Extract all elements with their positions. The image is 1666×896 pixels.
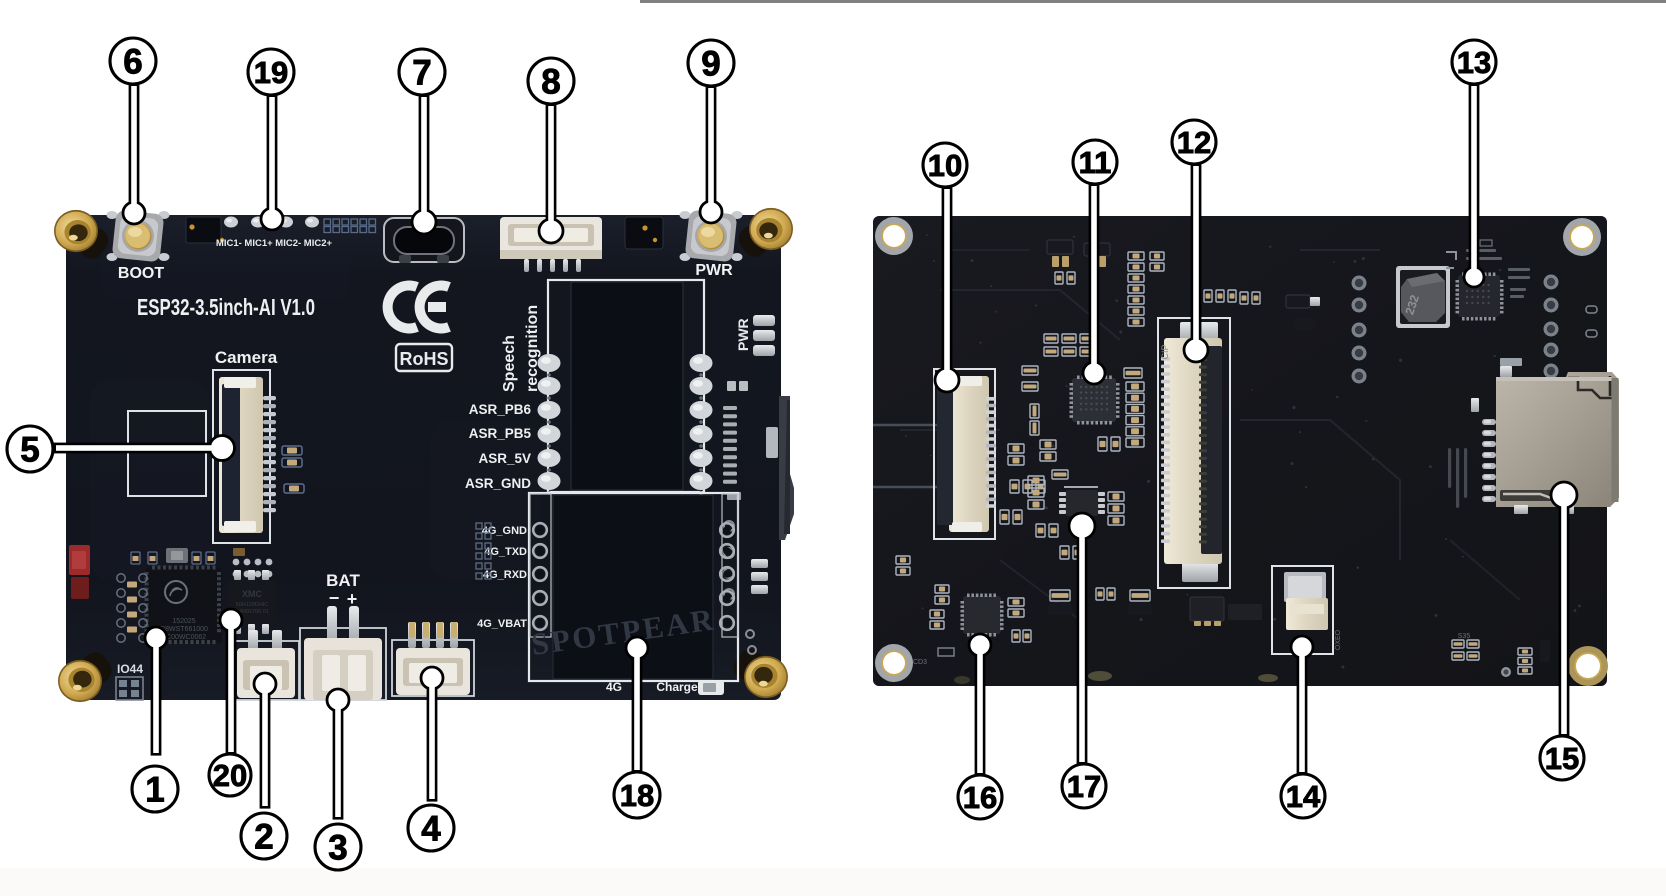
svg-text:ASR_5V: ASR_5V [478, 451, 531, 466]
svg-text:2: 2 [254, 817, 273, 856]
svg-text:6: 6 [123, 42, 142, 81]
svg-text:OXEO: OXEO [1335, 629, 1342, 650]
svg-text:−: − [329, 588, 340, 608]
svg-text:10: 10 [928, 148, 962, 183]
svg-text:ESP32-3.5inch-AI V1.0: ESP32-3.5inch-AI V1.0 [137, 294, 315, 320]
svg-text:15: 15 [1545, 741, 1579, 776]
svg-text:ASR_GND: ASR_GND [465, 476, 531, 491]
svg-text:152025: 152025 [172, 618, 195, 625]
svg-text:17: 17 [1067, 769, 1101, 804]
svg-text:Camera: Camera [215, 348, 278, 367]
svg-text:4: 4 [421, 809, 441, 848]
svg-text:19: 19 [254, 55, 288, 90]
svg-text:MIC1- MIC1+ MIC2- MIC2+: MIC1- MIC1+ MIC2- MIC2+ [216, 238, 333, 249]
svg-text:8: 8 [541, 62, 560, 101]
svg-text:7: 7 [412, 53, 431, 92]
svg-text:Charge: Charge [656, 680, 698, 694]
svg-text:4G: 4G [606, 680, 622, 694]
svg-text:4G_VBAT: 4G_VBAT [477, 618, 527, 630]
svg-text:ASR_PB6: ASR_PB6 [469, 402, 532, 417]
svg-text:14: 14 [1286, 779, 1321, 814]
svg-text:XMC: XMC [242, 589, 263, 599]
svg-text:+: + [347, 589, 358, 609]
svg-text:232: 232 [1402, 293, 1422, 317]
svg-text:P4N02700 01: P4N02700 01 [235, 609, 269, 615]
svg-text:20: 20 [213, 758, 247, 793]
svg-text:11: 11 [1079, 145, 1112, 180]
svg-text:1: 1 [145, 770, 164, 809]
svg-text:12: 12 [1177, 125, 1211, 160]
svg-text:4G_TXD: 4G_TXD [484, 546, 527, 558]
svg-text:CIP: CIP [1160, 344, 1170, 359]
svg-text:PWR: PWR [735, 318, 751, 351]
svg-text:IO44: IO44 [117, 662, 143, 676]
svg-text:R8WST661000: R8WST661000 [160, 626, 208, 633]
svg-text:16: 16 [963, 780, 997, 815]
svg-text:recognition: recognition [524, 305, 541, 392]
svg-text:BAT: BAT [326, 571, 360, 590]
svg-text:FC00WC0062: FC00WC0062 [162, 634, 206, 641]
svg-text:ASR_PB5: ASR_PB5 [469, 426, 532, 441]
svg-text:18: 18 [620, 778, 654, 813]
svg-text:BOOT: BOOT [118, 265, 164, 282]
svg-text:Speech: Speech [501, 335, 518, 392]
svg-text:RoHS: RoHS [400, 349, 449, 369]
svg-text:CD3: CD3 [913, 659, 927, 666]
svg-text:4G_GND: 4G_GND [482, 525, 527, 537]
svg-text:9: 9 [701, 44, 720, 83]
svg-text:3: 3 [328, 828, 347, 867]
svg-text:50H128DHIC: 50H128DHIC [236, 602, 269, 608]
svg-text:4G_RXD: 4G_RXD [483, 569, 527, 581]
svg-text:PWR: PWR [695, 262, 733, 279]
svg-text:13: 13 [1457, 45, 1491, 80]
svg-text:5: 5 [20, 430, 39, 469]
svg-text:S35: S35 [1458, 633, 1471, 640]
